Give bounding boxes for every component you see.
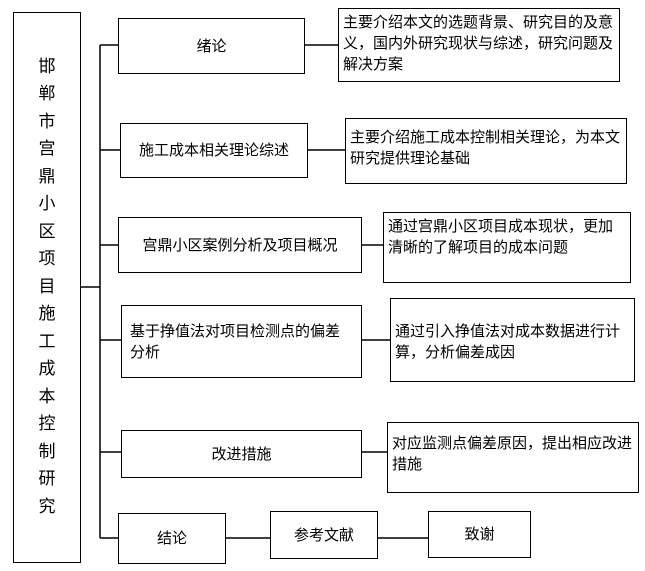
- section-box-5: 改进措施: [121, 430, 362, 478]
- references-label: 参考文献: [293, 525, 354, 544]
- title-box: 邯郸市宫鼎小区项目施工成本控制研究: [13, 12, 81, 563]
- desc-text-4: 通过引入挣值法对成本数据进行计算，分析偏差成因: [395, 322, 621, 361]
- section-box-3: 宫鼎小区案例分析及项目概况: [118, 217, 362, 273]
- section-label-1: 绪论: [196, 36, 227, 55]
- desc-text-3: 通过宫鼎小区项目成本现状，更加清晰的了解项目的成本问题: [388, 217, 614, 256]
- section-label-5: 改进措施: [211, 444, 272, 463]
- section-label-4: 基于挣值法对项目检测点的偏差分析: [130, 321, 341, 361]
- thanks-label: 致谢: [464, 525, 495, 543]
- desc-text-5: 对应监测点偏差原因，提出相应改进措施: [392, 434, 633, 473]
- desc-box-5: 对应监测点偏差原因，提出相应改进措施: [387, 422, 639, 493]
- section-box-2: 施工成本相关理论综述: [120, 123, 308, 178]
- references-box: 参考文献: [270, 511, 378, 559]
- conclusion-label: 结论: [156, 529, 187, 547]
- section-box-1: 绪论: [118, 18, 305, 74]
- conclusion-box: 结论: [118, 513, 226, 564]
- desc-text-1: 主要介绍本文的选题背景、研究目的及意义，国内外研究现状与综述，研究问题及解决方案: [343, 13, 614, 73]
- thanks-box: 致谢: [428, 511, 531, 558]
- desc-box-1: 主要介绍本文的选题背景、研究目的及意义，国内外研究现状与综述，研究问题及解决方案: [338, 8, 620, 82]
- title-text: 邯郸市宫鼎小区项目施工成本控制研究: [38, 56, 56, 517]
- desc-text-2: 主要介绍施工成本控制相关理论，为本文研究提供理论基础: [350, 128, 621, 167]
- section-label-2: 施工成本相关理论综述: [138, 141, 289, 159]
- section-box-4: 基于挣值法对项目检测点的偏差分析: [121, 305, 362, 378]
- desc-box-2: 主要介绍施工成本控制相关理论，为本文研究提供理论基础: [345, 118, 627, 184]
- desc-box-4: 通过引入挣值法对成本数据进行计算，分析偏差成因: [390, 298, 635, 382]
- desc-box-3: 通过宫鼎小区项目成本现状，更加清晰的了解项目的成本问题: [383, 212, 631, 283]
- section-label-3: 宫鼎小区案例分析及项目概况: [142, 235, 338, 254]
